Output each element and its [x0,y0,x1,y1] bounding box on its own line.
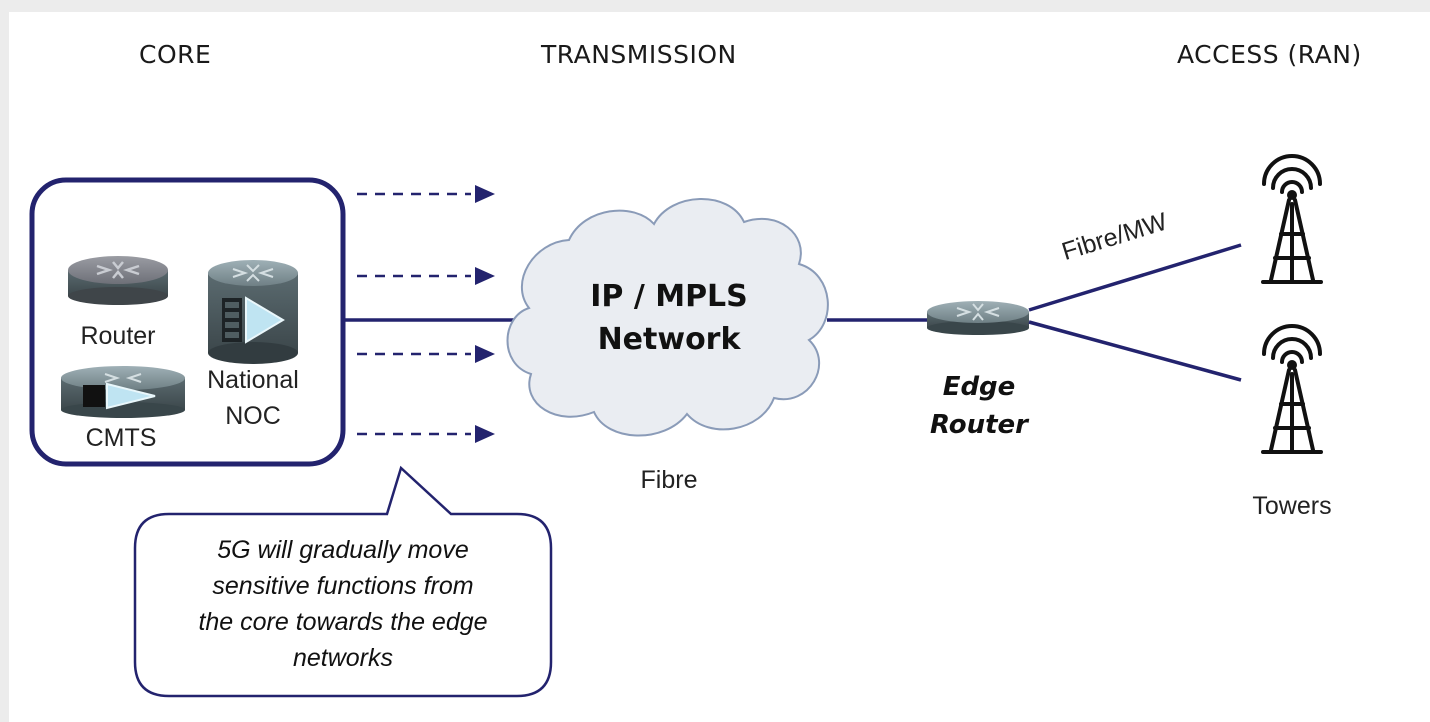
dashed-arrows [357,185,495,443]
callout-line-1: 5G will gradually move [217,536,469,564]
edge-router-label-line2: Router [930,410,1028,440]
tower-1-icon [1261,154,1323,284]
diagram-graphics [29,154,1323,698]
router-label: Router [80,322,156,350]
callout-line-2: sensitive functions from [212,572,474,600]
towers-label: Towers [1252,492,1332,520]
cloud-caption: Fibre [640,466,698,494]
dashed-arrow-4 [357,425,495,443]
cloud-title-line2: Network [597,322,741,357]
dashed-arrow-3 [357,345,495,363]
noc-label-line1: National [207,366,299,394]
edge-to-tower-1-link [1028,243,1242,312]
section-title-access: ACCESS (RAN) [1177,40,1362,69]
callout-bubble [133,465,553,698]
router-icon [68,256,168,305]
edge-to-tower-2-link [1028,320,1242,382]
dashed-arrow-2 [357,267,495,285]
section-title-transmission: TRANSMISSION [541,40,737,69]
core-box [29,177,346,467]
ip-mpls-cloud [506,198,829,437]
edge-router-icon [927,301,1029,335]
national-noc-icon [208,260,298,364]
noc-label-line2: NOC [225,402,281,430]
callout-line-3: the core towards the edge [198,608,488,636]
section-title-core: CORE [139,40,212,69]
cloud-title-line1: IP / MPLS [590,279,748,314]
callout-line-4: networks [292,644,394,672]
cmts-icon [61,366,185,418]
tower-2-icon [1261,324,1323,454]
diagram-canvas: CORE TRANSMISSION ACCESS (RAN) Router CM… [9,12,1430,722]
cmts-label: CMTS [85,424,157,452]
edge-router-label-line1: Edge [942,372,1016,402]
dashed-arrow-1 [357,185,495,203]
